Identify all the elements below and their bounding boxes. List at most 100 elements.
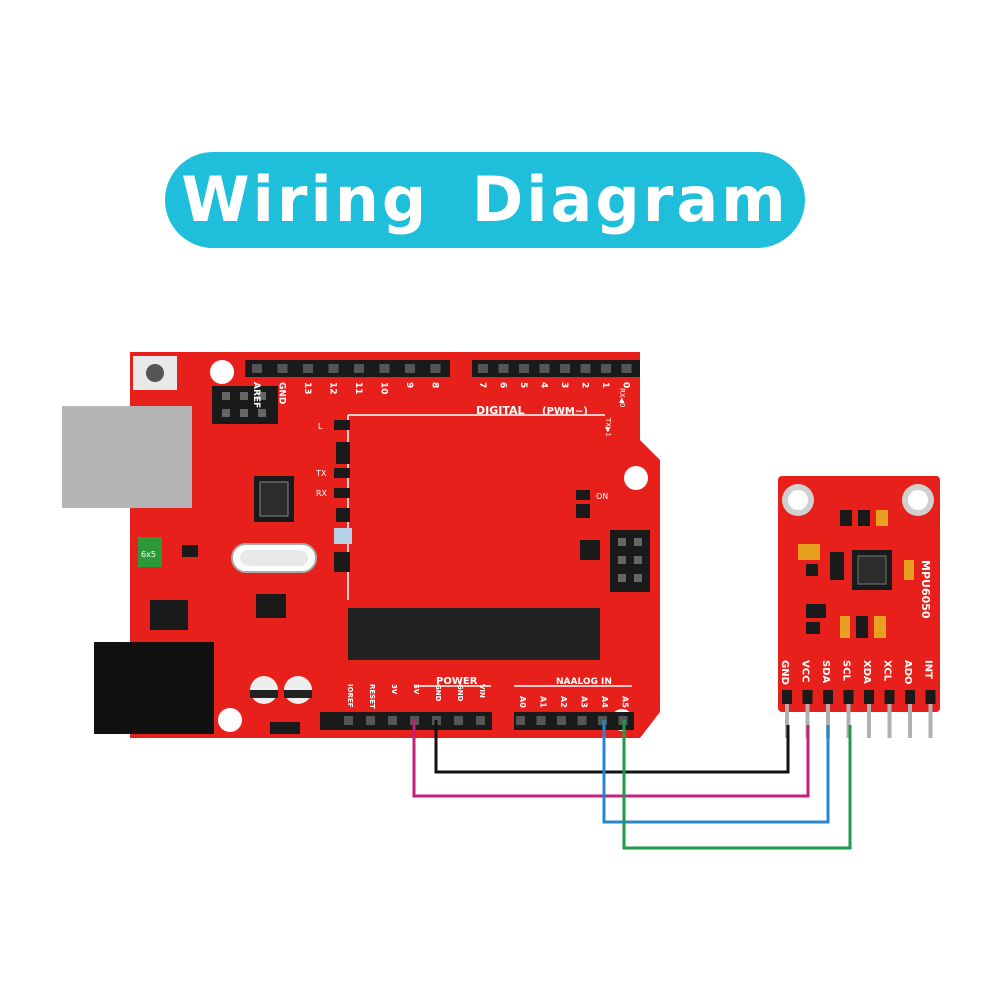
digital-pin-label: 5 <box>518 382 528 388</box>
mount-hole <box>210 360 234 384</box>
digital-pin-label: 12 <box>328 382 338 395</box>
header-pin-hole <box>498 364 509 373</box>
mpu-pin-base <box>864 690 874 704</box>
digital-pin-label: 3 <box>559 382 569 388</box>
mpu-smd <box>904 560 914 580</box>
power-pin-label: VIN <box>478 684 486 698</box>
mpu-pin <box>846 704 851 738</box>
led-l <box>334 420 350 430</box>
mpu-pin-label: VCC <box>800 660 811 682</box>
header-pin-hole <box>344 716 353 725</box>
header-pin-hole <box>430 364 441 373</box>
power-pin-label: 5V <box>412 684 420 695</box>
header-pin-hole <box>536 716 546 725</box>
mpu-pin <box>805 704 810 738</box>
header-pin-hole <box>277 364 288 373</box>
mpu-pin <box>826 704 830 738</box>
digital-pin-label: 10 <box>379 382 389 395</box>
analog-pin-label: A4 <box>600 696 609 708</box>
digital-header-right <box>472 360 640 377</box>
smd-part <box>576 504 590 518</box>
header-pin-hole <box>252 364 262 373</box>
mpu-smd <box>858 510 870 526</box>
smd-part <box>580 540 600 560</box>
header-pin-hole <box>516 716 525 725</box>
tx-small-label: TX▶1 <box>604 417 612 437</box>
wire-vcc <box>412 720 810 798</box>
power-pin-label: RESET <box>368 684 376 709</box>
analog-pin-label: A3 <box>580 696 589 708</box>
led-on <box>576 490 590 500</box>
header-pin-hole <box>478 364 488 373</box>
digital-label: DIGITAL <box>476 404 525 417</box>
cap-label: 6x5 <box>141 550 156 559</box>
smd-part <box>336 508 350 522</box>
smd-part <box>270 722 300 734</box>
led-l-label: L <box>318 422 323 431</box>
atmega-chip <box>348 608 600 660</box>
mpu-pin-label: SCL <box>841 660 852 682</box>
mpu-pin-label: XDA <box>861 660 872 684</box>
mpu-smd <box>840 616 850 638</box>
mpu-pin-label: XCL <box>882 660 893 682</box>
mpu-chip <box>852 550 892 590</box>
analog-pin-label: A2 <box>559 696 568 708</box>
mpu-pin <box>867 704 871 738</box>
mpu-name: MPU6050 <box>919 560 932 619</box>
digital-pin-label: 0 <box>621 382 631 388</box>
icsp-header-right <box>610 530 650 592</box>
digital-pin-label: 7 <box>477 382 487 388</box>
header-pin-hole <box>405 364 415 373</box>
mpu-smd <box>876 510 888 526</box>
electrolytic-capacitors <box>250 676 312 704</box>
digital-pin-label: 4 <box>539 382 549 388</box>
header-pin-hole <box>379 364 390 373</box>
smd-part <box>182 545 198 557</box>
mpu-pin-label: INT <box>923 660 934 679</box>
mpu-pin-base <box>884 690 895 704</box>
wires <box>412 720 852 850</box>
power-header <box>320 712 492 730</box>
header-pin-hole <box>354 364 364 373</box>
mpu-pin-base <box>925 690 936 704</box>
mpu-smd <box>840 510 852 526</box>
header-pin-hole <box>580 364 591 373</box>
wire-scl <box>622 720 852 850</box>
power-pin-label: IOREF <box>346 684 354 708</box>
usb-connector <box>62 406 192 508</box>
diagram-title: Wiring Diagram <box>181 163 789 236</box>
digital-pin-label: 6 <box>498 382 508 388</box>
mpu-pin-base <box>843 690 854 704</box>
dc-power-jack <box>94 642 214 734</box>
digital-pin-label: 11 <box>353 382 363 395</box>
digital-pin-label: AREF <box>251 382 261 408</box>
mpu-smd <box>830 552 844 580</box>
header-pin-hole <box>388 716 397 725</box>
usb-chip <box>254 476 294 522</box>
digital-pin-label: 1 <box>600 382 610 388</box>
digital-pin-label: 8 <box>430 382 440 388</box>
analog-pin-label: A0 <box>518 696 527 708</box>
header-pin-hole <box>539 364 550 373</box>
mpu-smd <box>798 544 820 560</box>
header-pin-hole <box>577 716 587 725</box>
mpu-pin-base <box>905 690 915 704</box>
header-pin-hole <box>328 364 339 373</box>
wire-sda <box>602 720 830 824</box>
reset-button <box>133 356 177 390</box>
capacitor <box>138 537 162 567</box>
mpu-smd <box>806 564 818 576</box>
digital-pin-label: 13 <box>302 382 312 395</box>
smd-part <box>334 528 352 544</box>
led-tx-label: TX <box>315 469 327 478</box>
icsp-header-top <box>212 386 278 424</box>
led-tx <box>334 468 350 478</box>
mpu-smd <box>806 622 820 634</box>
mpu-pin <box>785 704 789 738</box>
led-on-label: ON <box>596 492 608 501</box>
analog-header <box>514 712 634 730</box>
mount-hole <box>624 466 648 490</box>
header-pin-hole <box>303 364 313 373</box>
